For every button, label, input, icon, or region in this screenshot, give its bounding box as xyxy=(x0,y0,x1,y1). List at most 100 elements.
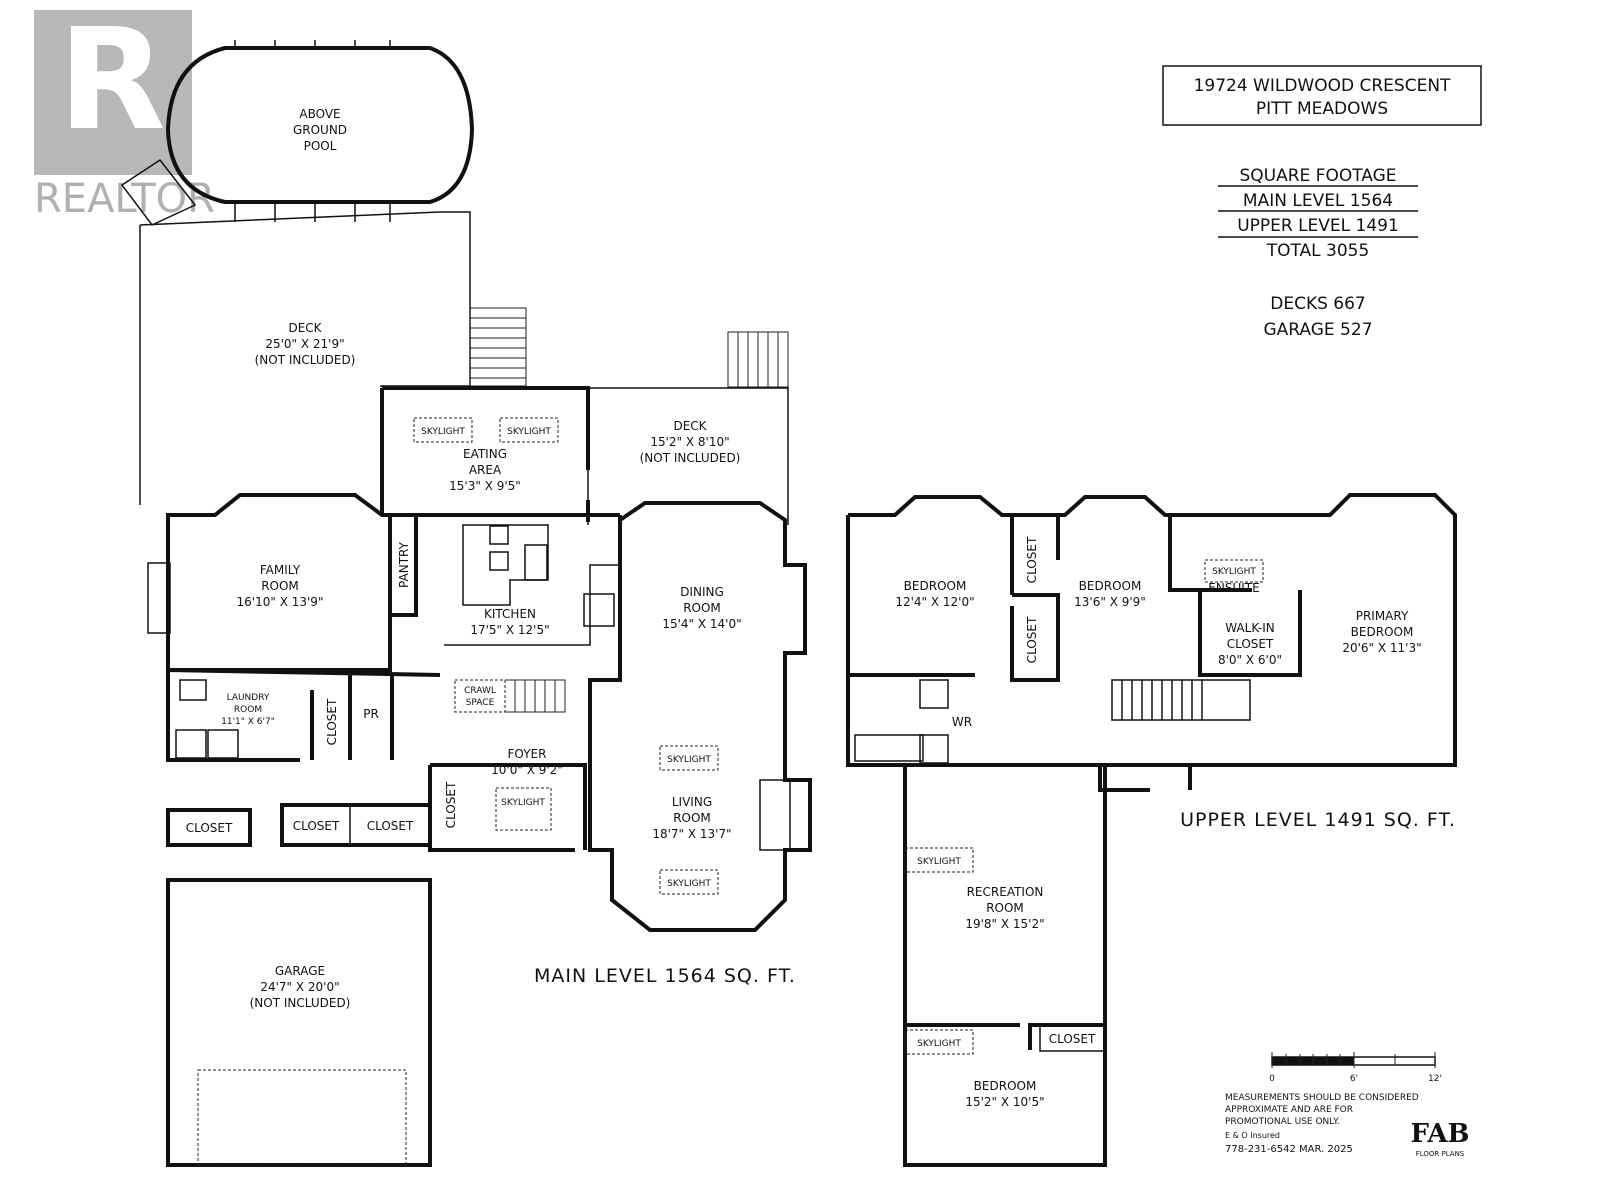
garage-note: (NOT INCLUDED) xyxy=(250,996,351,1010)
skylight-recreation: SKYLIGHT xyxy=(917,857,961,867)
deck-large-name: DECK xyxy=(288,321,322,335)
living-room-label-1: LIVING xyxy=(672,795,712,809)
closet-bedroom-3-label: CLOSET xyxy=(1049,1032,1096,1046)
main-level-drawing xyxy=(120,40,812,1167)
upper-level-drawing xyxy=(846,493,1457,1167)
upper-level-caption: UPPER LEVEL 1491 SQ. FT. xyxy=(1180,809,1456,831)
bedroom-1-dims: 12'4" X 12'0" xyxy=(895,595,974,609)
logo-mark: FAB xyxy=(1410,1119,1469,1149)
recreation-room-dims: 19'8" X 15'2" xyxy=(965,917,1044,931)
skylight-living-1: SKYLIGHT xyxy=(667,755,711,765)
closet-upper-2-label: CLOSET xyxy=(1025,616,1039,663)
disclaimer-line-5: 778-231-6542 MAR. 2025 xyxy=(1225,1144,1353,1155)
main-level-caption: MAIN LEVEL 1564 SQ. FT. xyxy=(534,965,796,987)
skylight-ensuite: SKYLIGHT xyxy=(1212,567,1256,577)
pool-outline xyxy=(165,46,475,204)
powder-room-label: PR xyxy=(363,707,379,721)
garage-label: GARAGE xyxy=(275,964,325,978)
upper-level-labels: BEDROOM 12'4" X 12'0" CLOSET CLOSET BEDR… xyxy=(895,536,1456,1109)
bedroom-3-dims: 15'2" X 10'5" xyxy=(965,1095,1044,1109)
kitchen-dims: 17'5" X 12'5" xyxy=(470,623,549,637)
crawl-space-label-1: CRAWL xyxy=(464,686,496,696)
deck-small-name: DECK xyxy=(673,419,707,433)
foyer-dims: 10'0" X 9'2" xyxy=(491,763,563,777)
deck-large-dims: 25'0" X 21'9" xyxy=(265,337,344,351)
closet-hall-1-label: CLOSET xyxy=(293,819,340,833)
pool-label-3: POOL xyxy=(304,139,337,153)
foyer-label: FOYER xyxy=(508,747,547,761)
family-room-dims: 16'10" X 13'9" xyxy=(237,595,324,609)
walk-in-closet-label-1: WALK-IN xyxy=(1225,621,1275,635)
recreation-room-label-2: ROOM xyxy=(986,901,1024,915)
deck-small-note: (NOT INCLUDED) xyxy=(640,451,741,465)
disclaimer-line-2: APPROXIMATE AND ARE FOR xyxy=(1225,1105,1353,1115)
decks-sqft: DECKS 667 xyxy=(1270,294,1366,314)
deck-small-dims: 15'2" X 8'10" xyxy=(650,435,729,449)
eating-area-label-2: AREA xyxy=(469,463,502,477)
eating-area-dims: 15'3" X 9'5" xyxy=(449,479,521,493)
primary-bedroom-label-1: PRIMARY xyxy=(1356,609,1409,623)
address-line-1: 19724 WILDWOOD CRESCENT xyxy=(1194,76,1451,96)
eating-area-label-1: EATING xyxy=(463,447,507,461)
garage-dims: 24'7" X 20'0" xyxy=(260,980,339,994)
skylight-living-2: SKYLIGHT xyxy=(667,879,711,889)
pantry-label: PANTRY xyxy=(397,541,411,588)
primary-bedroom-dims: 20'6" X 11'3" xyxy=(1342,641,1421,655)
square-footage-heading: SQUARE FOOTAGE xyxy=(1239,166,1396,186)
main-level-labels: ABOVE GROUND POOL DECK 25'0" X 21'9" (NO… xyxy=(186,107,796,1010)
bedroom-2-dims: 13'6" X 9'9" xyxy=(1074,595,1146,609)
laundry-room-label-1: LAUNDRY xyxy=(227,693,270,703)
bedroom-1-label: BEDROOM xyxy=(904,579,967,593)
scale-tick-6: 6' xyxy=(1350,1074,1358,1084)
svg-text:R: R xyxy=(58,0,166,162)
family-room-label-2: ROOM xyxy=(261,579,299,593)
laundry-room-dims: 11'1" X 6'7" xyxy=(221,717,275,727)
total-sqft: TOTAL 3055 xyxy=(1266,241,1370,261)
primary-bedroom-label-2: BEDROOM xyxy=(1351,625,1414,639)
dining-room-dims: 15'4" X 14'0" xyxy=(662,617,741,631)
skylight-eating-1: SKYLIGHT xyxy=(421,427,465,437)
recreation-room-label-1: RECREATION xyxy=(967,885,1044,899)
pool-label-1: ABOVE xyxy=(299,107,340,121)
closet-hall-2-label: CLOSET xyxy=(367,819,414,833)
main-level-sqft: MAIN LEVEL 1564 xyxy=(1243,191,1393,211)
garage-sqft: GARAGE 527 xyxy=(1263,320,1372,340)
walk-in-closet-label-2: CLOSET xyxy=(1227,637,1274,651)
disclaimer: MEASUREMENTS SHOULD BE CONSIDERED APPROX… xyxy=(1225,1093,1419,1155)
bedroom-3-label: BEDROOM xyxy=(974,1079,1037,1093)
deck-large-note: (NOT INCLUDED) xyxy=(255,353,356,367)
scale-tick-0: 0 xyxy=(1269,1074,1275,1084)
realtor-watermark: R REALTOR xyxy=(34,0,215,222)
scale-tick-12: 12' xyxy=(1428,1074,1442,1084)
crawl-space-label-2: SPACE xyxy=(466,698,495,708)
skylight-bedroom-3: SKYLIGHT xyxy=(917,1039,961,1049)
walk-in-closet-dims: 8'0" X 6'0" xyxy=(1218,653,1282,667)
dining-room-label-2: ROOM xyxy=(683,601,721,615)
skylight-foyer: SKYLIGHT xyxy=(501,798,545,808)
laundry-room-label-2: ROOM xyxy=(234,705,262,715)
living-room-dims: 18'7" X 13'7" xyxy=(652,827,731,841)
closet-laundry-label: CLOSET xyxy=(325,698,339,745)
fab-logo: FAB FLOOR PLANS xyxy=(1410,1119,1469,1158)
disclaimer-line-4: E & O Insured xyxy=(1225,1131,1280,1140)
logo-subtitle: FLOOR PLANS xyxy=(1416,1150,1465,1158)
dining-room-label-1: DINING xyxy=(680,585,724,599)
skylight-eating-2: SKYLIGHT xyxy=(507,427,551,437)
living-room-label-2: ROOM xyxy=(673,811,711,825)
closet-entry-label: CLOSET xyxy=(186,821,233,835)
address-box: 19724 WILDWOOD CRESCENT PITT MEADOWS xyxy=(1162,65,1482,126)
closet-upper-1-label: CLOSET xyxy=(1025,536,1039,583)
family-room-label-1: FAMILY xyxy=(260,563,301,577)
washroom-label: WR xyxy=(952,715,972,729)
deck-stairs xyxy=(469,307,789,388)
closet-foyer-label: CLOSET xyxy=(444,781,458,828)
address-line-2: PITT MEADOWS xyxy=(1256,99,1388,119)
scale-bar: 0 6' 12' xyxy=(1269,1052,1442,1084)
main-stairs xyxy=(505,679,566,713)
disclaimer-line-3: PROMOTIONAL USE ONLY. xyxy=(1225,1117,1340,1127)
square-footage-summary: SQUARE FOOTAGE MAIN LEVEL 1564 UPPER LEV… xyxy=(1218,166,1418,340)
pool-label-2: GROUND xyxy=(293,123,347,137)
disclaimer-line-1: MEASUREMENTS SHOULD BE CONSIDERED xyxy=(1225,1093,1419,1103)
ensuite-label: ENSUITE xyxy=(1208,581,1259,595)
